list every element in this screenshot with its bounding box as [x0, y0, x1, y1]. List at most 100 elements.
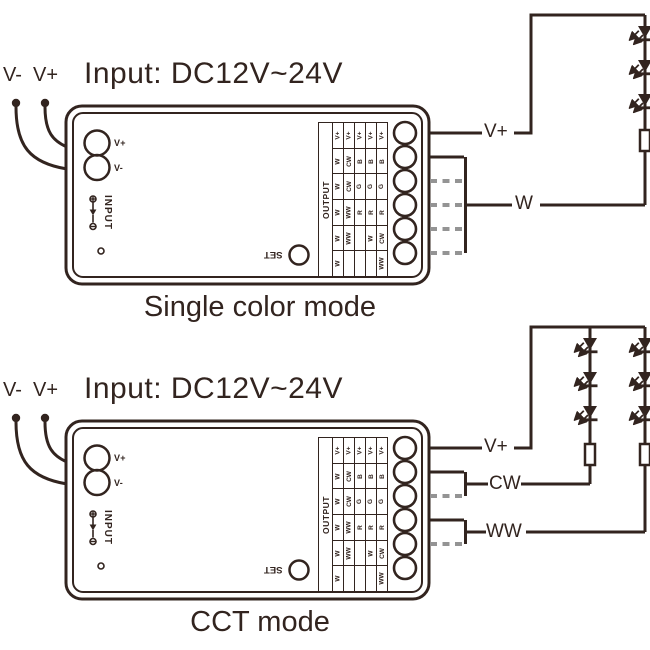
- output-table-cell: B: [355, 147, 365, 174]
- terminal-vminus-label: V-: [114, 477, 124, 488]
- output-table-cell: W: [333, 565, 343, 591]
- output-table-cell: WW: [344, 539, 354, 566]
- indicator-hole: [97, 247, 105, 255]
- output-table-cell: V+: [334, 446, 342, 455]
- vplus-wire: [428, 325, 645, 450]
- led-icon: [630, 26, 650, 44]
- output-table-cell: B: [377, 462, 387, 489]
- output-table-cell: [355, 539, 365, 566]
- resistor-icon: [638, 442, 650, 467]
- output-table-cell: V+: [345, 131, 353, 140]
- output-table-cell: G: [355, 488, 365, 514]
- output-table-cell: G: [377, 173, 387, 199]
- output-table-cell: WW: [344, 224, 354, 251]
- output-table-cell: WW: [344, 514, 354, 540]
- led-icon: [575, 406, 597, 424]
- output-table-cell: CW: [344, 462, 354, 489]
- output-table-cell: [355, 250, 365, 276]
- output-table-cell: G: [355, 173, 365, 199]
- output-table-cell: R: [355, 199, 365, 225]
- ww-channel-wires: [428, 518, 645, 546]
- input-terminal-vminus: [83, 153, 111, 182]
- cct-diagram: V- V+ Input: DC12V~24V V+ V- INPUT SET O…: [0, 315, 650, 650]
- output-terminals: [392, 120, 418, 266]
- controller-body: [64, 419, 431, 601]
- input-wires: [11, 98, 68, 171]
- output-table-header: OUTPUT: [319, 438, 332, 591]
- output-table-cell: B: [366, 147, 376, 174]
- output-label: OUTPUT: [320, 495, 331, 534]
- wiring-svg-cct: [11, 325, 650, 601]
- cw-led-strip: [575, 327, 597, 484]
- cw-channel-wires: [428, 470, 590, 498]
- dc-polarity-icon: [89, 195, 97, 231]
- input-port-label: INPUT: [102, 510, 113, 545]
- output-table-cell: W: [333, 147, 343, 174]
- output-table-cell: R: [377, 199, 387, 225]
- output-table-cell: W: [333, 199, 343, 225]
- output-table-cell: W: [333, 224, 343, 251]
- output-table-cell: W: [333, 539, 343, 566]
- output-table-cell: V+: [378, 131, 386, 140]
- output-table-cell: R: [355, 514, 365, 540]
- output-table-cell: V+: [334, 131, 342, 140]
- led-icon: [630, 60, 650, 78]
- output-table-cell: [344, 250, 354, 276]
- output-table-cell: [366, 250, 376, 276]
- output-table-cell: [366, 565, 376, 591]
- wire-cw-label: CW: [489, 473, 521, 494]
- power-vminus-label: V-: [3, 379, 22, 401]
- led-icon: [630, 338, 650, 356]
- input-voltage-heading: Input: DC12V~24V: [84, 57, 344, 90]
- wire-ww-label: WW: [486, 521, 522, 542]
- wire-vplus-label: V+: [484, 436, 508, 457]
- led-strip: [630, 15, 650, 205]
- resistor-icon: [638, 128, 650, 153]
- output-table-cell: CW: [377, 539, 387, 566]
- output-table-cell: W: [333, 173, 343, 199]
- terminal-vplus-label: V+: [114, 453, 126, 463]
- output-table-cell: W: [333, 462, 343, 489]
- output-table-cell: W: [366, 539, 376, 566]
- input-terminal-vplus: [83, 129, 111, 157]
- output-table-cell: V+: [378, 446, 386, 455]
- input-terminal-vminus: [83, 468, 111, 497]
- input-port-label: INPUT: [102, 195, 113, 230]
- output-table-cell: [355, 224, 365, 251]
- led-icon: [630, 372, 650, 390]
- w-channel-wires: [428, 155, 645, 255]
- output-table-cell: V+: [367, 446, 375, 455]
- output-table-cell: R: [366, 199, 376, 225]
- output-table-cell: G: [366, 173, 376, 199]
- output-table-cell: W: [333, 514, 343, 540]
- output-table-cell: V+: [367, 131, 375, 140]
- output-table-cell: W: [333, 250, 343, 276]
- set-button-drawing: [288, 244, 310, 266]
- terminal-vplus-label: V+: [114, 138, 126, 148]
- resistor-icon: [583, 442, 597, 467]
- output-table-cell: B: [377, 147, 387, 174]
- output-table-cell: R: [377, 514, 387, 540]
- led-icon: [575, 372, 597, 390]
- power-vplus-label: V+: [33, 379, 59, 401]
- output-table-cell: B: [355, 462, 365, 489]
- output-table-cell: WW: [344, 199, 354, 225]
- output-table-cell: WW: [377, 565, 387, 591]
- output-terminals: [392, 435, 418, 581]
- vplus-wire: [428, 13, 645, 135]
- output-table-cell: V+: [356, 131, 364, 140]
- led-icon: [575, 338, 597, 356]
- output-table-cell: CW: [344, 147, 354, 174]
- terminal-vminus-label: V-: [114, 162, 124, 173]
- input-voltage-heading: Input: DC12V~24V: [84, 372, 344, 405]
- set-button-drawing: [288, 559, 310, 581]
